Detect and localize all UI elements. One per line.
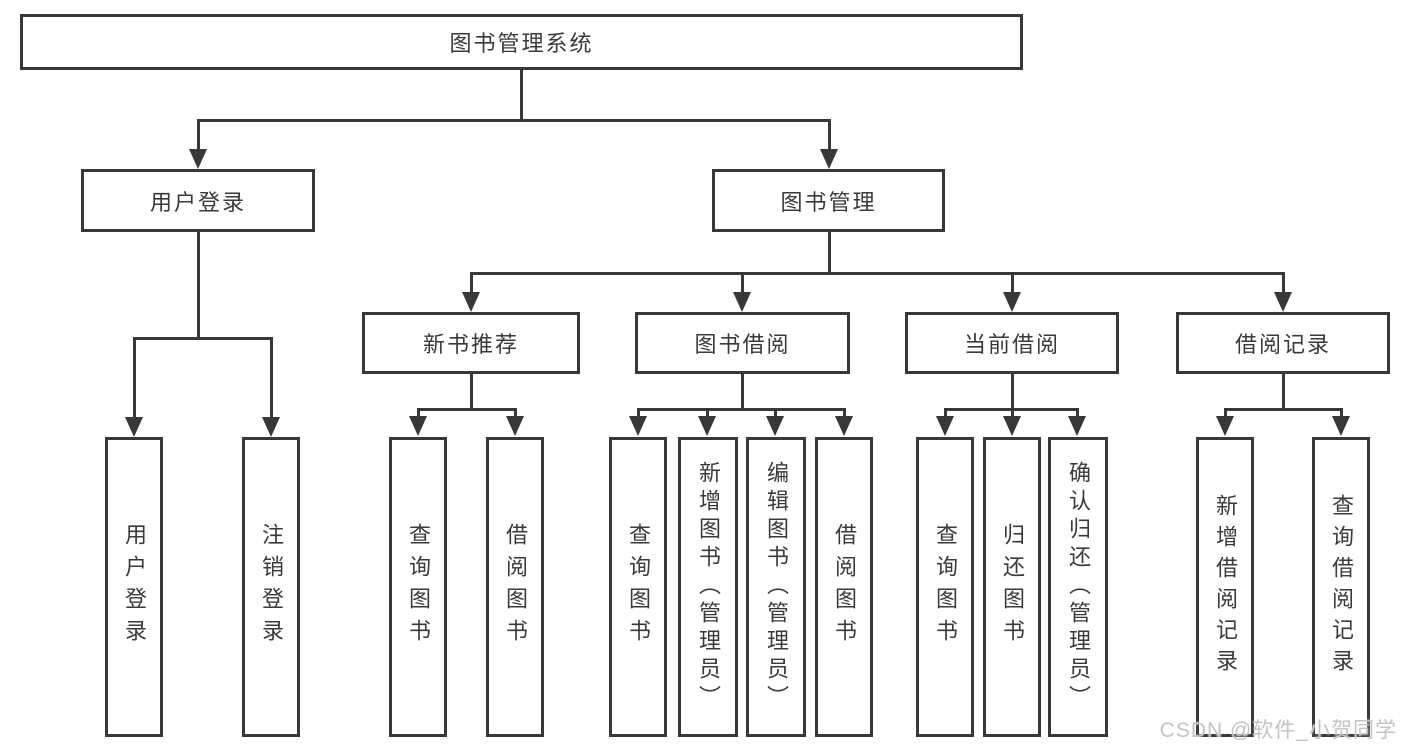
connector-line (741, 374, 744, 411)
connector-line (417, 408, 420, 418)
connector-line (1282, 374, 1285, 411)
arrow-down-icon (835, 416, 853, 436)
connector-line (1282, 272, 1285, 293)
connector-line (1340, 408, 1343, 418)
connector-line (828, 119, 831, 151)
leaf-confirm-return-admin: 确认归还（管理员） (1048, 437, 1108, 737)
connector-line (470, 272, 473, 293)
connector-line (1011, 374, 1014, 411)
connector-line (197, 232, 200, 337)
connector-line (520, 70, 523, 122)
leaf-user-login: 用户登录 (105, 437, 163, 737)
arrow-down-icon (1003, 292, 1021, 312)
leaf-edit-book-admin: 编辑图书（管理员） (746, 437, 806, 737)
connector-line (1076, 408, 1079, 418)
leaf-label: 查询借阅记录 (1329, 494, 1354, 680)
arrow-down-icon (462, 292, 480, 312)
connector-line (470, 272, 1285, 275)
leaf-label: 新增图书（管理员） (696, 461, 721, 713)
leaf-query-books-recommend: 查询图书 (389, 437, 447, 737)
leaf-label: 新增借阅记录 (1213, 494, 1238, 680)
connector-line (197, 119, 200, 151)
leaf-return-book: 归还图书 (983, 437, 1041, 737)
arrow-down-icon (409, 416, 427, 436)
connector-line (1011, 272, 1014, 293)
leaf-label: 查询图书 (933, 523, 958, 651)
connector-line (1224, 408, 1227, 418)
connector-line (944, 408, 947, 418)
arrow-down-icon (766, 416, 784, 436)
arrow-down-icon (1332, 416, 1350, 436)
connector-line (470, 374, 473, 411)
arrow-down-icon (1274, 292, 1292, 312)
connector-line (133, 337, 273, 340)
watermark: CSDN @软件_小贺同学 (1159, 719, 1397, 742)
connector-line (828, 232, 831, 275)
leaf-borrow-books-recommend: 借阅图书 (486, 437, 544, 737)
connector-line (637, 408, 640, 418)
connector-line (1224, 408, 1343, 411)
arrow-down-icon (506, 416, 524, 436)
arrow-down-icon (125, 417, 143, 437)
leaf-label: 用户登录 (122, 523, 147, 651)
node-user-login: 用户登录 (81, 169, 315, 232)
node-book-management: 图书管理 (712, 169, 945, 232)
connector-line (741, 272, 744, 293)
leaf-query-books-current: 查询图书 (916, 437, 974, 737)
arrow-down-icon (189, 149, 207, 169)
arrow-down-icon (1068, 416, 1086, 436)
leaf-borrow-books-borrowing: 借阅图书 (815, 437, 873, 737)
leaf-label: 编辑图书（管理员） (764, 461, 789, 713)
connector-line (843, 408, 846, 418)
arrow-down-icon (262, 417, 280, 437)
leaf-label: 借阅图书 (832, 523, 857, 651)
leaf-label: 确认归还（管理员） (1066, 461, 1091, 713)
connector-line (270, 337, 273, 418)
leaf-label: 归还图书 (1000, 523, 1025, 651)
leaf-add-borrow-record: 新增借阅记录 (1196, 437, 1254, 737)
node-borrowing-records: 借阅记录 (1176, 312, 1390, 374)
node-book-borrowing: 图书借阅 (635, 312, 850, 374)
connector-line (1011, 408, 1014, 418)
node-current-borrowing: 当前借阅 (905, 312, 1119, 374)
arrow-down-icon (698, 416, 716, 436)
leaf-query-borrow-record: 查询借阅记录 (1312, 437, 1370, 737)
leaf-query-books-borrowing: 查询图书 (609, 437, 667, 737)
leaf-add-book-admin: 新增图书（管理员） (678, 437, 738, 737)
node-root: 图书管理系统 (20, 14, 1023, 70)
connector-line (417, 408, 517, 411)
connector-line (133, 337, 136, 418)
leaf-logout: 注销登录 (242, 437, 300, 737)
leaf-label: 注销登录 (259, 523, 284, 651)
connector-line (197, 119, 831, 122)
connector-line (514, 408, 517, 418)
arrow-down-icon (1216, 416, 1234, 436)
connector-line (774, 408, 777, 418)
leaf-label: 查询图书 (406, 523, 431, 651)
leaf-label: 借阅图书 (503, 523, 528, 651)
leaf-label: 查询图书 (626, 523, 651, 651)
arrow-down-icon (1003, 416, 1021, 436)
node-new-book-recommend: 新书推荐 (362, 312, 580, 374)
arrow-down-icon (733, 292, 751, 312)
arrow-down-icon (629, 416, 647, 436)
arrow-down-icon (820, 149, 838, 169)
arrow-down-icon (936, 416, 954, 436)
connector-line (637, 408, 846, 411)
connector-line (706, 408, 709, 418)
